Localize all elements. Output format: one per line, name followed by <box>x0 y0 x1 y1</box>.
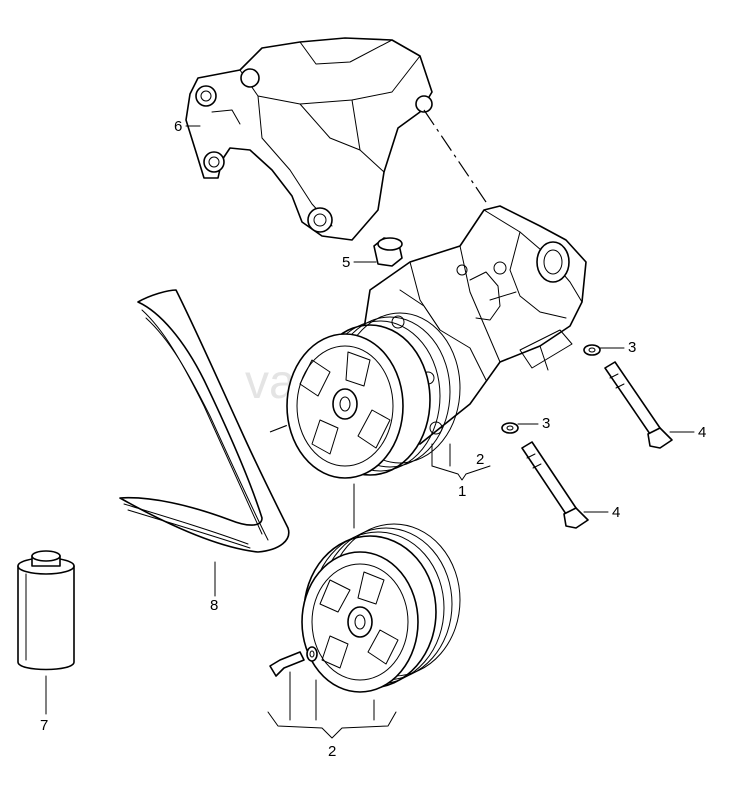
callout-6: 6 <box>174 118 182 135</box>
callout-7: 7 <box>40 717 48 734</box>
magnetic-clutch-pulley <box>301 523 461 693</box>
sleeve <box>373 237 403 267</box>
oil-bottle <box>17 550 75 671</box>
callout-4-lower: 4 <box>612 504 620 521</box>
callout-3-lower: 3 <box>542 415 550 432</box>
callout-8: 8 <box>210 597 218 614</box>
leader-lines <box>45 125 695 739</box>
poly-v-belt <box>119 289 290 553</box>
callout-2-upper: 2 <box>476 451 484 468</box>
pulley-bolt <box>269 646 318 677</box>
washers <box>501 344 601 434</box>
callout-3-upper: 3 <box>628 339 636 356</box>
bolts <box>521 361 673 529</box>
callout-4-upper: 4 <box>698 424 706 441</box>
callouts: 1 2 2 3 3 4 4 5 6 7 8 <box>40 118 706 760</box>
compressor-pulley <box>286 312 461 479</box>
callout-1: 1 <box>458 483 466 500</box>
callout-5: 5 <box>342 254 350 271</box>
callout-2-lower: 2 <box>328 743 336 760</box>
mounting-bracket <box>185 37 433 241</box>
